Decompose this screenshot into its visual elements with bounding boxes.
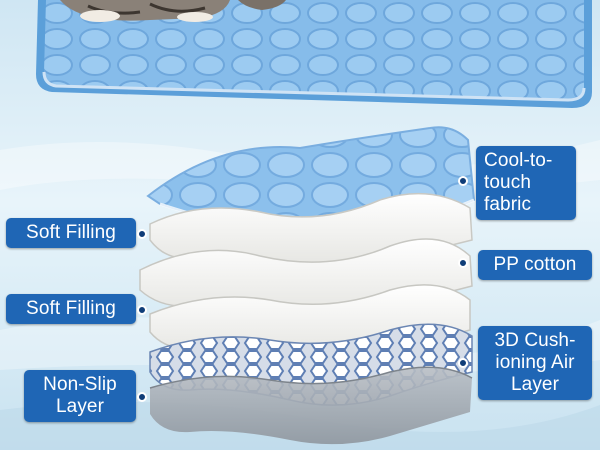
pointer-dot-pp-cotton <box>458 258 468 268</box>
label-soft-filling-top: Soft Filling <box>6 218 136 248</box>
pointer-dot-cool-fabric <box>458 176 468 186</box>
pointer-dot-non-slip <box>137 392 147 402</box>
pointer-dot-air-layer <box>458 358 468 368</box>
label-pp-cotton: PP cotton <box>478 250 592 280</box>
label-soft-filling-bottom: Soft Filling <box>6 294 136 324</box>
pointer-dot-soft-filling-bottom <box>137 305 147 315</box>
label-3d-cushioning-air-layer: 3D Cush- ioning Air Layer <box>478 326 592 400</box>
cooling-mat <box>36 0 592 108</box>
label-cool-to-touch-fabric: Cool-to- touch fabric <box>476 146 576 220</box>
label-non-slip-layer: Non-Slip Layer <box>24 370 136 422</box>
pointer-dot-soft-filling-top <box>137 229 147 239</box>
cat-illustration <box>60 0 286 22</box>
layer-non-slip <box>149 366 473 445</box>
